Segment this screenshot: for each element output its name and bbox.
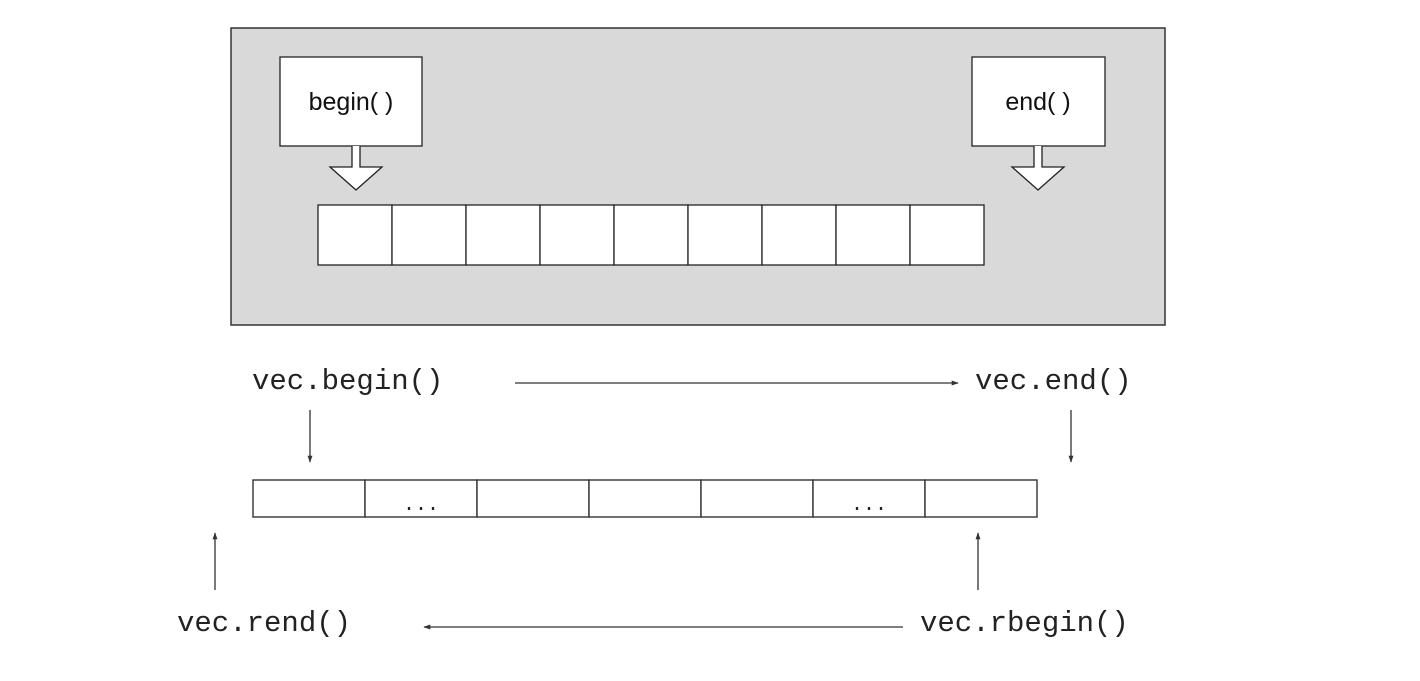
container-diagram: begin( ) end( ) <box>230 27 1166 326</box>
begin-box <box>279 56 423 147</box>
vector-element-cells: ...... <box>252 479 1038 518</box>
top-element-cell <box>391 204 467 266</box>
end-box <box>971 56 1106 147</box>
vector-element-cell <box>476 479 590 518</box>
top-element-cell <box>539 204 615 266</box>
top-element-cells <box>317 204 985 266</box>
vec-rbegin-label: vec.rbegin() <box>920 607 1129 640</box>
begin-label: begin( ) <box>309 88 394 116</box>
top-element-cell <box>465 204 541 266</box>
vector-element-cell <box>924 479 1038 518</box>
vec-end-label: vec.end() <box>975 365 1132 398</box>
top-element-cell <box>835 204 911 266</box>
begin-callout: begin( ) <box>279 56 423 191</box>
top-element-cell <box>613 204 689 266</box>
begin-pointer-arrow <box>328 146 384 191</box>
end-label: end( ) <box>1005 88 1070 116</box>
vector-element-cell <box>588 479 702 518</box>
vec-rend-label: vec.rend() <box>177 607 351 640</box>
ellipsis-label: ... <box>851 494 887 517</box>
ellipsis-label: ... <box>403 494 439 517</box>
vector-element-cell <box>252 479 366 518</box>
end-callout: end( ) <box>971 56 1106 191</box>
vector-element-cell <box>700 479 814 518</box>
vector-element-cell <box>364 479 478 518</box>
top-element-cell <box>761 204 837 266</box>
vec-begin-label: vec.begin() <box>252 365 443 398</box>
top-element-cell <box>909 204 985 266</box>
top-element-cell <box>687 204 763 266</box>
end-pointer-arrow <box>1010 146 1066 191</box>
vector-iterator-diagram: vec.begin() vec.end() ...... vec.rend() … <box>177 365 1132 640</box>
top-element-cell <box>317 204 393 266</box>
